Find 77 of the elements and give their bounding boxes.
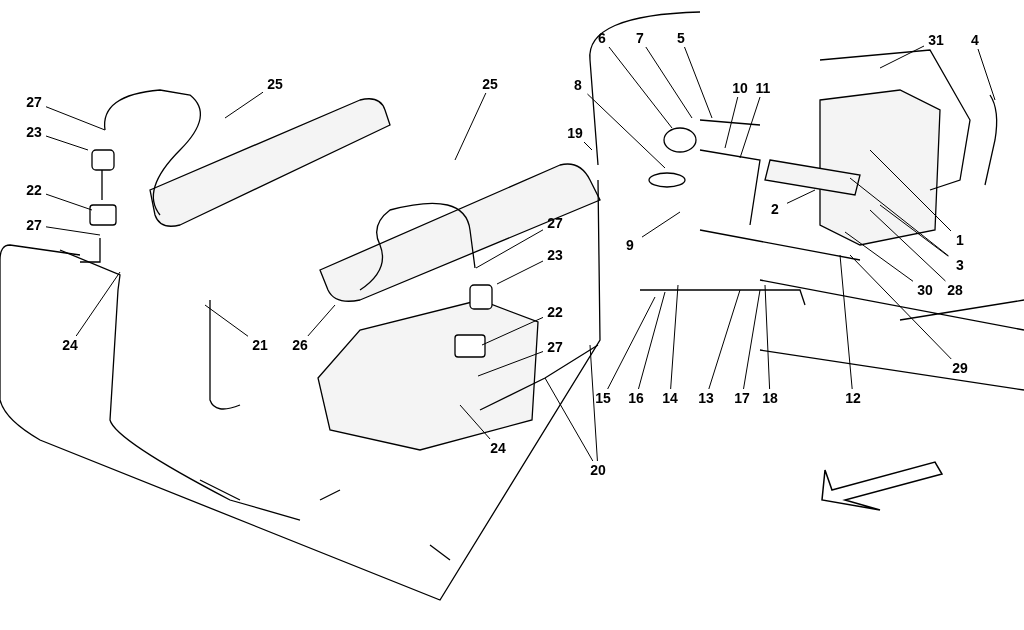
leader-line [869,149,952,232]
callout-number: 10 [728,79,752,97]
callout-number: 27 [543,214,567,232]
callout-number: 16 [624,389,648,407]
leader-line [879,204,949,257]
callout-number: 13 [694,389,718,407]
leader-line [977,48,996,101]
callout-number: 5 [669,29,693,47]
callout-number: 15 [591,389,615,407]
callout-number: 18 [758,389,782,407]
leader-line [879,45,925,69]
leader-line [583,141,593,151]
leader-line [475,229,544,269]
callout-number: 14 [658,389,682,407]
leader-line [839,254,853,390]
callout-number: 8 [566,76,590,94]
leader-line [608,46,673,129]
callout-number: 25 [263,75,287,93]
callout-number: 6 [590,29,614,47]
leader-line [586,93,666,169]
callout-number: 28 [943,281,967,299]
callout-number: 29 [948,359,972,377]
leader-line [45,106,106,131]
leader-line [849,177,950,257]
leader-line [75,271,121,337]
leader-line [589,344,598,462]
leader-line [45,135,89,151]
callout-number: 27 [22,93,46,111]
leader-line [645,46,693,119]
leader-line [764,284,771,390]
leader-line [477,351,544,377]
callout-number: 25 [478,75,502,93]
leader-line [743,289,761,390]
leader-line [45,226,101,236]
leader-line [641,211,681,238]
leader-line [307,304,336,337]
leader-line [869,209,946,282]
callout-number: 22 [543,303,567,321]
leader-line [708,289,741,390]
callout-number: 27 [22,216,46,234]
callout-number: 2 [763,200,787,218]
leader-line [45,193,93,211]
callout-number: 26 [288,336,312,354]
callout-number: 17 [730,389,754,407]
callout-number: 24 [486,439,510,457]
callout-number: 7 [628,29,652,47]
callout-number: 20 [586,461,610,479]
callout-number: 27 [543,338,567,356]
leader-line [670,284,679,390]
leader-line [204,304,249,337]
callout-number: 1 [948,231,972,249]
leader-line [454,92,487,161]
callout-number: 3 [948,256,972,274]
leader-line [544,377,594,462]
callout-number: 21 [248,336,272,354]
leader-line [849,254,952,360]
callout-number: 4 [963,31,987,49]
leader-line [844,231,914,282]
callout-number: 23 [543,246,567,264]
leader-line [786,189,816,204]
leader-line [459,404,491,440]
callout-number: 9 [618,236,642,254]
callout-number: 31 [924,31,948,49]
callout-number: 30 [913,281,937,299]
callout-number: 24 [58,336,82,354]
leader-line [224,91,264,119]
callout-number: 22 [22,181,46,199]
leader-line [684,46,713,119]
callout-number: 12 [841,389,865,407]
leader-line [739,96,761,159]
leader-line [724,96,739,149]
callout-number: 11 [751,79,775,97]
leader-line [637,291,666,390]
callout-number: 19 [563,124,587,142]
callout-number: 23 [22,123,46,141]
leader-line [607,296,656,390]
leader-line [496,260,544,285]
